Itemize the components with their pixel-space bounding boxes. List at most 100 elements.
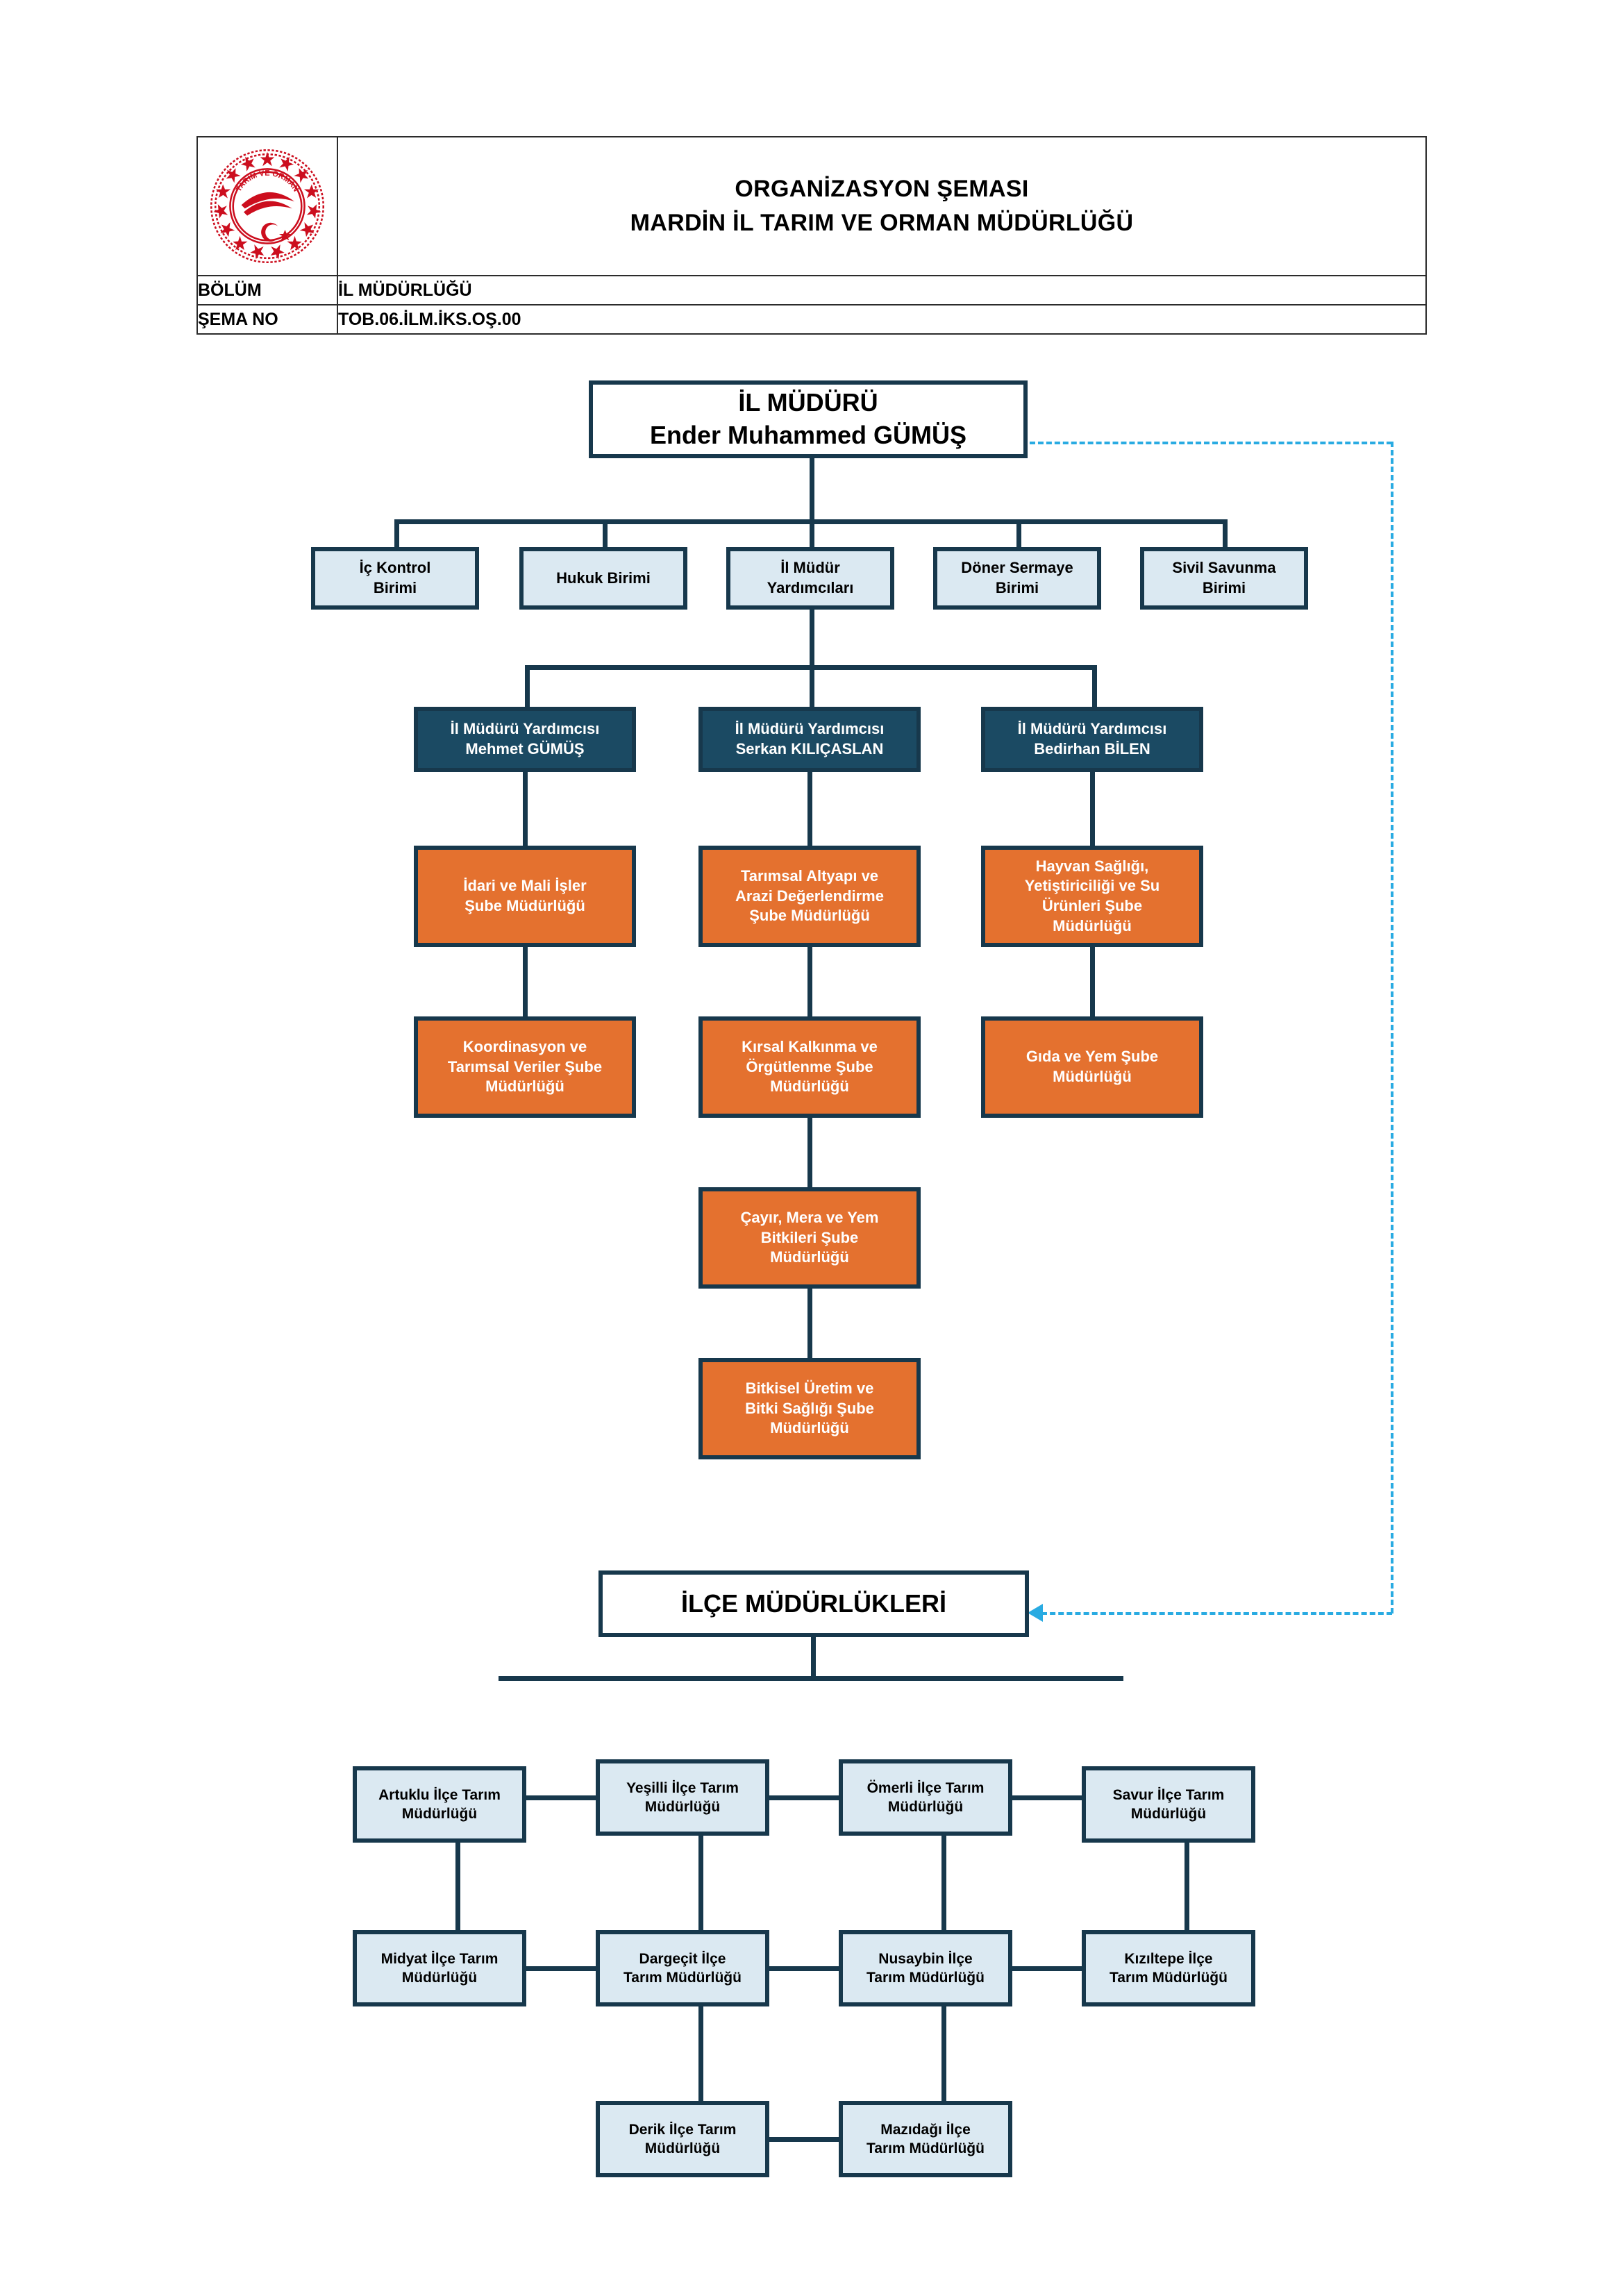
sema-no-value: TOB.06.İLM.İKS.OŞ.00 (337, 304, 1427, 335)
title-line-1: ORGANİZASYON ŞEMASI (735, 175, 1029, 202)
connector-nusaybin-mazidagi (941, 2006, 946, 2101)
connector-r1-link-1 (522, 1795, 600, 1800)
sema-no-row: ŞEMA NO TOB.06.İLM.İKS.OŞ.00 (196, 304, 1427, 335)
connector-dargecit-derik (698, 2006, 703, 2101)
dashed-arrow-head-icon (1028, 1604, 1043, 1622)
document-title-cell: ORGANİZASYON ŞEMASI MARDİN İL TARIM VE O… (337, 136, 1427, 276)
dashed-line-right (1391, 442, 1393, 1614)
bolum-label: BÖLÜM (196, 275, 338, 305)
node-deputy-bedirhan-bilen[interactable]: İl Müdürü Yardımcısı Bedirhan BİLEN (981, 707, 1203, 772)
connector-r2-link-1 (522, 1966, 600, 1971)
deputy-title-2: İl Müdürü Yardımcısı (1017, 720, 1167, 738)
connector-deputy-drop-1 (525, 665, 530, 708)
connector-unit-drop-1 (394, 519, 399, 547)
document-meta-table: BÖLÜM İL MÜDÜRLÜĞÜ ŞEMA NO TOB.06.İLM.İK… (196, 275, 1427, 335)
il-muduru-title: İL MÜDÜRÜ (738, 388, 878, 417)
connector-col1-a (523, 772, 528, 846)
ministry-logo-cell: TARIM VE ORMAN (196, 136, 338, 276)
node-hukuk-birimi[interactable]: Hukuk Birimi (519, 547, 687, 610)
connector-ilce-bus (499, 1676, 1123, 1681)
connector-r1-link-3 (1008, 1795, 1086, 1800)
connector-artuklu-midyat (455, 1843, 460, 1930)
unit-label-1: Hukuk Birimi (556, 569, 651, 587)
ilce-mudurlukleri-label: İLÇE MÜDÜRLÜKLERİ (681, 1589, 946, 1618)
connector-r2-link-3 (1008, 1966, 1086, 1971)
node-ilce-mudurlukleri[interactable]: İLÇE MÜDÜRLÜKLERİ (598, 1570, 1029, 1637)
title-line-2: MARDİN İL TARIM VE ORMAN MÜDÜRLÜĞÜ (630, 210, 1134, 236)
connector-deputy-drop-3 (1092, 665, 1097, 708)
deputy-name-1: Serkan KILIÇASLAN (735, 740, 884, 757)
bolum-value: İL MÜDÜRLÜĞÜ (337, 275, 1427, 305)
deputy-title-1: İl Müdürü Yardımcısı (735, 720, 885, 738)
il-muduru-name: Ender Muhammed GÜMÜŞ (649, 421, 967, 449)
connector-deputy-stem (810, 610, 814, 669)
connector-omerli-nusaybin (941, 1836, 946, 1930)
node-deputy-mehmet-gumus[interactable]: İl Müdürü Yardımcısı Mehmet GÜMÜŞ (414, 707, 636, 772)
deputy-title-0: İl Müdürü Yardımcısı (450, 720, 600, 738)
connector-r3-link-1 (765, 2137, 843, 2142)
deputy-name-0: Mehmet GÜMÜŞ (465, 740, 585, 757)
connector-r1-link-2 (765, 1795, 843, 1800)
sema-no-label: ŞEMA NO (196, 304, 338, 335)
deputy-name-2: Bedirhan BİLEN (1034, 740, 1150, 757)
node-deputy-serkan-kilicaslan[interactable]: İl Müdürü Yardımcısı Serkan KILIÇASLAN (698, 707, 921, 772)
connector-col2-a (807, 772, 812, 846)
connector-deputy-drop-2 (810, 665, 814, 708)
connector-yesilli-dargecit (698, 1836, 703, 1930)
connector-col1-b (523, 947, 528, 1016)
connector-ilce-stem (811, 1637, 816, 1680)
connector-unit-drop-2 (603, 519, 608, 547)
connector-col3-b (1090, 947, 1095, 1016)
node-il-muduru[interactable]: İL MÜDÜRÜ Ender Muhammed GÜMÜŞ (589, 380, 1028, 458)
bolum-row: BÖLÜM İL MÜDÜRLÜĞÜ (196, 275, 1427, 305)
connector-unit-drop-4 (1016, 519, 1021, 547)
connector-col3-a (1090, 772, 1095, 846)
connector-r2-link-2 (765, 1966, 843, 1971)
connector-savur-kiziltepe (1184, 1843, 1189, 1930)
connector-unit-drop-3 (810, 519, 814, 547)
ministry-seal-icon: TARIM VE ORMAN (210, 149, 325, 264)
connector-col2-c (807, 1118, 812, 1187)
connector-col2-d (807, 1289, 812, 1358)
document-header-table: TARIM VE ORMAN ORGANİZASYON ŞEMASI MARDİ… (196, 136, 1427, 276)
